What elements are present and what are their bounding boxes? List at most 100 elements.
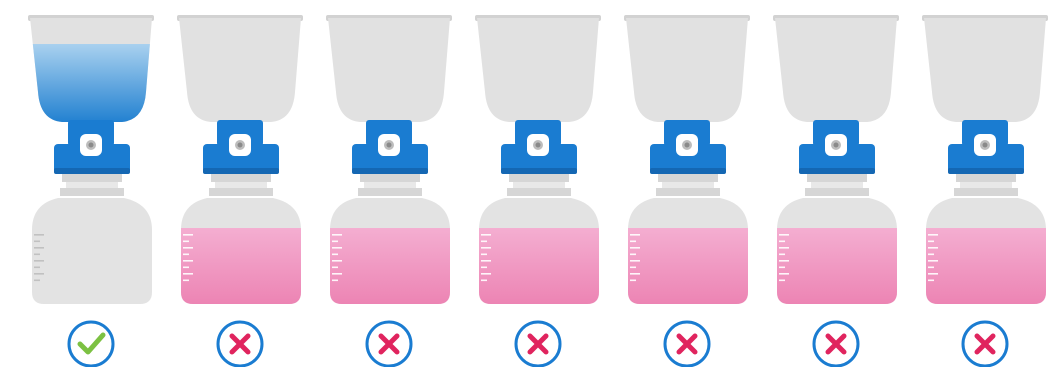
valve-knob-center	[983, 143, 988, 148]
graduation-mark	[332, 273, 342, 275]
funnel	[626, 18, 748, 122]
bottle-liquid	[624, 228, 752, 308]
bottle-liquid	[773, 228, 901, 308]
graduation-mark	[779, 241, 785, 243]
graduation-mark	[928, 234, 938, 236]
bottle-neck-ring	[811, 182, 863, 188]
graduation-mark	[928, 260, 938, 262]
graduation-mark	[928, 280, 934, 282]
graduation-mark	[481, 234, 491, 236]
bottle-liquid	[177, 228, 305, 308]
bottle-neck-ring	[364, 182, 416, 188]
filtration-unit	[326, 0, 454, 367]
graduation-mark	[332, 241, 338, 243]
valve-knob-center	[387, 143, 392, 148]
graduation-mark	[183, 247, 193, 249]
graduation-mark	[630, 241, 636, 243]
clamp-shadow	[203, 168, 279, 174]
graduation-mark	[183, 254, 189, 256]
graduation-mark	[481, 241, 487, 243]
graduation-mark	[332, 260, 342, 262]
bottle-shoulder	[209, 188, 273, 196]
funnel	[775, 18, 897, 122]
filtration-unit	[475, 0, 603, 367]
graduation-mark	[183, 241, 189, 243]
bottle-shoulder	[358, 188, 422, 196]
clamp-shadow	[948, 168, 1024, 174]
graduation-mark	[630, 280, 636, 282]
graduation-mark	[630, 247, 640, 249]
graduation-mark	[481, 273, 491, 275]
filtration-unit	[28, 0, 156, 367]
graduation-mark	[481, 260, 491, 262]
graduation-mark	[928, 267, 934, 269]
clamp-shadow	[352, 168, 428, 174]
bottle-neck	[509, 174, 569, 182]
graduation-mark	[34, 234, 44, 236]
bottle-liquid	[475, 228, 603, 308]
funnel-liquid	[28, 44, 156, 124]
graduation-mark	[481, 247, 491, 249]
graduation-mark	[34, 267, 40, 269]
graduation-mark	[779, 260, 789, 262]
valve-knob-center	[685, 143, 690, 148]
bottle-neck-ring	[960, 182, 1012, 188]
funnel	[924, 18, 1046, 122]
funnel	[328, 18, 450, 122]
graduation-mark	[630, 234, 640, 236]
bottle	[32, 198, 152, 304]
graduation-mark	[183, 260, 193, 262]
graduation-mark	[34, 280, 40, 282]
valve-knob-center	[536, 143, 541, 148]
bottle-neck-ring	[513, 182, 565, 188]
graduation-mark	[34, 273, 44, 275]
graduation-mark	[332, 280, 338, 282]
graduation-mark	[779, 273, 789, 275]
clamp-shadow	[54, 168, 130, 174]
valve-knob-center	[834, 143, 839, 148]
graduation-mark	[34, 241, 40, 243]
bottle-neck	[211, 174, 271, 182]
filtration-unit	[624, 0, 752, 367]
graduation-mark	[183, 267, 189, 269]
bottle-shoulder	[60, 188, 124, 196]
graduation-mark	[928, 247, 938, 249]
graduation-mark	[34, 254, 40, 256]
bottle-neck-ring	[215, 182, 267, 188]
graduation-mark	[332, 247, 342, 249]
graduation-mark	[630, 260, 640, 262]
bottle-neck	[807, 174, 867, 182]
graduation-mark	[332, 267, 338, 269]
graduation-mark	[481, 267, 487, 269]
graduation-mark	[630, 267, 636, 269]
graduation-mark	[779, 247, 789, 249]
filtration-unit	[773, 0, 901, 367]
status-ok-badge	[69, 322, 113, 366]
graduation-mark	[34, 260, 44, 262]
graduation-mark	[183, 280, 189, 282]
clamp-shadow	[799, 168, 875, 174]
bottle-shoulder	[656, 188, 720, 196]
graduation-mark	[928, 241, 934, 243]
graduation-mark	[481, 254, 487, 256]
graduation-mark	[928, 254, 934, 256]
valve-knob-center	[238, 143, 243, 148]
bottle-neck	[658, 174, 718, 182]
filtration-unit	[922, 0, 1049, 367]
graduation-mark	[779, 254, 785, 256]
graduation-mark	[630, 273, 640, 275]
graduation-mark	[34, 247, 44, 249]
funnel	[477, 18, 599, 122]
graduation-mark	[779, 280, 785, 282]
valve-knob-center	[89, 143, 94, 148]
graduation-mark	[630, 254, 636, 256]
graduation-mark	[928, 273, 938, 275]
bottle-neck-ring	[662, 182, 714, 188]
clamp-shadow	[501, 168, 577, 174]
filtration-unit	[177, 0, 305, 367]
bottle-shoulder	[954, 188, 1018, 196]
graduation-mark	[779, 267, 785, 269]
clamp-shadow	[650, 168, 726, 174]
bottle-shoulder	[805, 188, 869, 196]
